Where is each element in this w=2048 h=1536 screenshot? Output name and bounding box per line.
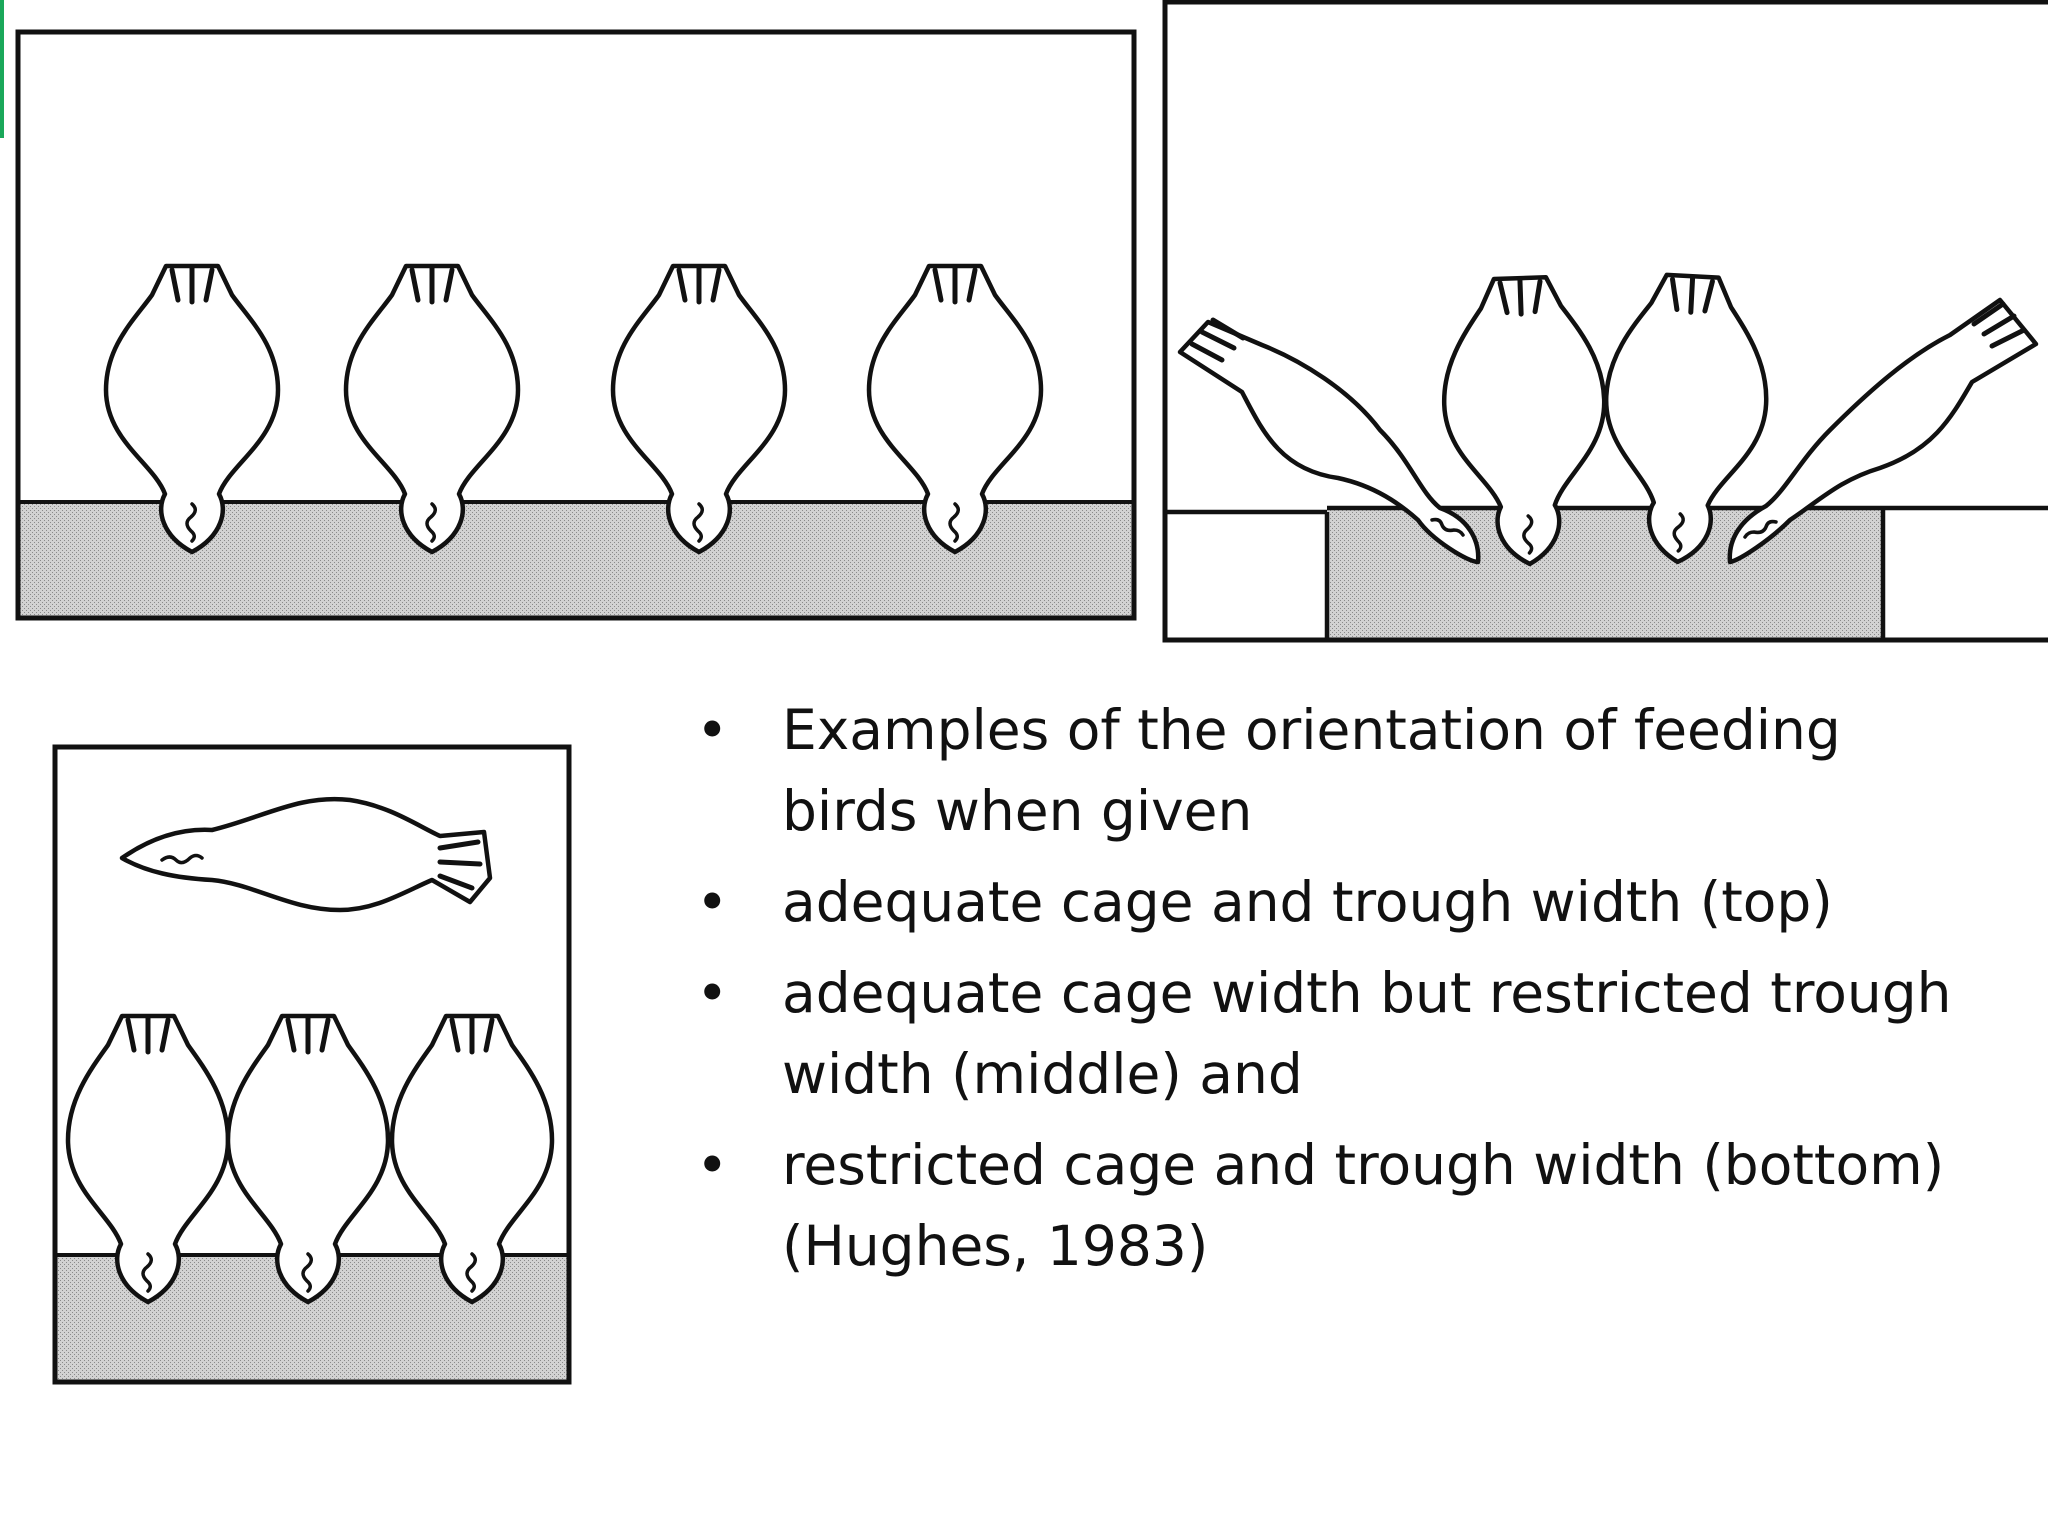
bullet-marker: • — [696, 870, 729, 934]
panel-middle — [1162, 0, 2048, 643]
panel-bottom — [52, 744, 572, 1385]
panel-middle-trough — [1327, 508, 1883, 638]
bullet-text: adequate cage width but restricted troug… — [782, 961, 1952, 1106]
bird-bottom-horizontal — [119, 796, 493, 913]
bullet-item: • adequate cage width but restricted tro… — [690, 953, 1980, 1115]
bullet-text: adequate cage and trough width (top) — [782, 870, 1833, 934]
panel-bottom-cage — [52, 744, 572, 1385]
panel-middle-cage — [1162, 0, 2048, 643]
bullet-marker: • — [696, 961, 729, 1025]
bullet-item: • restricted cage and trough width (bott… — [690, 1125, 1980, 1287]
accent-bar — [0, 0, 4, 138]
panel-top — [15, 29, 1137, 621]
bullet-item: • adequate cage and trough width (top) — [690, 862, 1980, 943]
bullet-marker: • — [696, 1133, 729, 1197]
bullet-item: • Examples of the orientation of feeding… — [690, 690, 1980, 852]
bird-middle-1 — [1177, 317, 1481, 565]
caption-bullet-list: • Examples of the orientation of feeding… — [690, 690, 1980, 1297]
bullet-marker: • — [696, 698, 729, 762]
bird-middle-4 — [1727, 297, 2039, 565]
panel-top-cage — [15, 29, 1137, 621]
bullet-text: restricted cage and trough width (bottom… — [782, 1133, 1945, 1278]
bullet-text: Examples of the orientation of feeding b… — [782, 698, 1841, 843]
